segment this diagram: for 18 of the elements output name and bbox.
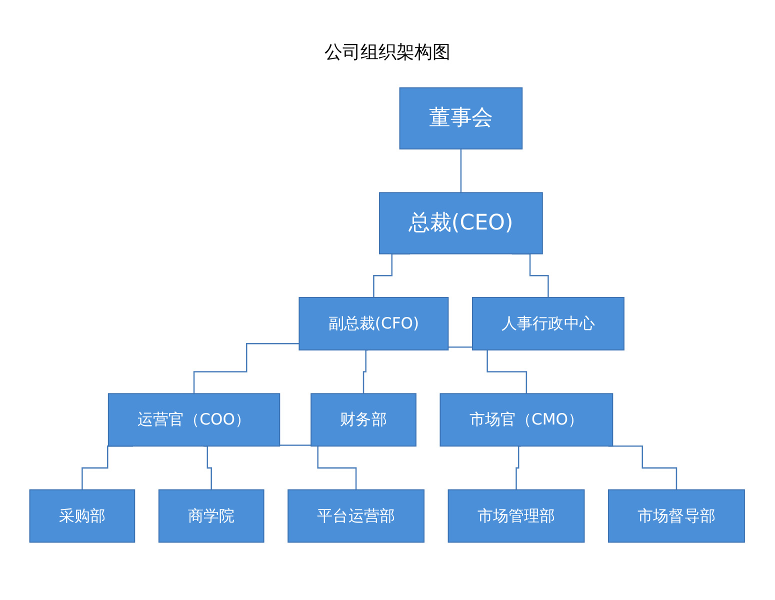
node-box: 平台运营部 bbox=[288, 489, 425, 543]
node-box: 人事行政中心 bbox=[472, 297, 625, 350]
node-box: 副总裁(CFO) bbox=[299, 297, 450, 350]
node-box: 董事会 bbox=[400, 87, 523, 150]
connector bbox=[280, 444, 358, 490]
diagram-title: 公司组织架构图 bbox=[324, 41, 452, 64]
connector bbox=[516, 445, 522, 490]
connector bbox=[194, 343, 300, 394]
node-box: 市场督导部 bbox=[608, 489, 746, 543]
node-box: 采购部 bbox=[30, 489, 136, 543]
node-box: 总裁(CEO) bbox=[379, 192, 544, 254]
node-box: 市场管理部 bbox=[448, 489, 586, 543]
node-box: 财务部 bbox=[310, 393, 417, 447]
connector bbox=[363, 349, 369, 394]
node-box: 市场官（CMO） bbox=[440, 393, 614, 447]
connector bbox=[460, 148, 462, 194]
node-box: 运营官（COO） bbox=[108, 393, 281, 447]
node-box: 商学院 bbox=[158, 489, 265, 543]
